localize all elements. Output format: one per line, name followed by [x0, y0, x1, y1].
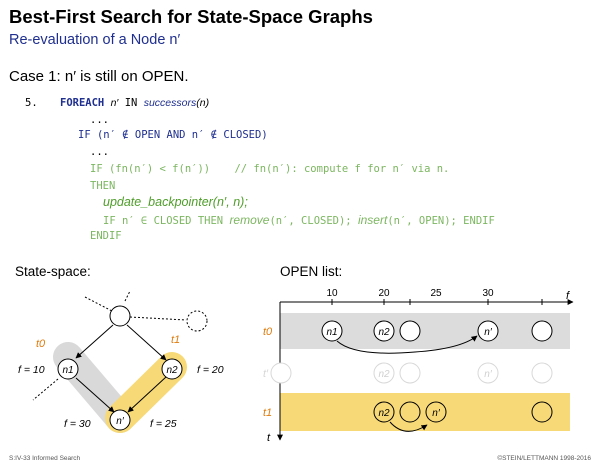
node-root [109, 305, 131, 327]
dotted-edge-left [84, 296, 113, 312]
ghost-n2-label: n2 [378, 369, 390, 380]
dotted-edge-top [124, 290, 131, 302]
row-t1-n2-label: n2 [378, 408, 390, 419]
ghost-nprime-label: n′ [484, 369, 493, 380]
tick-label-30: 30 [482, 288, 494, 299]
label-f10: f = 10 [18, 364, 45, 376]
label-t0: t0 [36, 338, 46, 350]
node-n1-label: n1 [62, 365, 73, 376]
code-line-foreach: FOREACH n′ IN successors(n) [60, 97, 209, 109]
row-t1-band [280, 393, 570, 431]
case-heading: Case 1: n′ is still on OPEN. [9, 68, 189, 85]
label-f30: f = 30 [64, 418, 91, 430]
tick-label-10: 10 [326, 288, 338, 299]
row-label-t1: t1 [263, 407, 272, 419]
label-f25: f = 25 [150, 418, 177, 430]
code-line-number: 5. [25, 97, 38, 109]
code-line-if-closed: IF n′ ∈ CLOSED THEN remove(n′, CLOSED); … [103, 213, 495, 227]
row-t1-node-end [531, 401, 553, 423]
node-nprime [109, 409, 131, 431]
edge-root-n2 [126, 324, 167, 361]
ghost-node-n2 [373, 362, 395, 384]
open-list-diagram: 10 20 25 30 f t t0 t′ t1 n1 n2 n′ n2 n′ … [263, 288, 574, 444]
ghost-node-nprime [477, 362, 499, 384]
t-axis-label: t [267, 432, 271, 444]
tick-label-25: 25 [430, 288, 442, 299]
dotted-edge-lower-left [32, 378, 59, 401]
ghost-node-end [531, 362, 553, 384]
row-t0-node-end [531, 320, 553, 342]
code-line-endif: ENDIF [90, 230, 122, 242]
row-t0-node-n1 [321, 320, 343, 342]
row-t0-nprime-label: n′ [484, 327, 493, 338]
code-line-then: THEN [90, 180, 116, 192]
ghost-node-1 [270, 362, 292, 384]
row-t0-node-a [399, 320, 421, 342]
row-t1-node-nprime [425, 401, 447, 423]
label-t1: t1 [171, 334, 180, 346]
state-space-heading: State-space: [15, 264, 91, 279]
node-n2-label: n2 [166, 365, 178, 376]
node-n1 [57, 358, 79, 380]
code-line-if-compare: IF (fn(n′) < f(n′)) // fn(n′): compute f… [90, 163, 449, 175]
row-t1-nprime-label: n′ [432, 408, 441, 419]
f-axis-label: f [566, 290, 570, 302]
code-var-nprime: n′ [110, 97, 119, 109]
node-nprime-label: n′ [116, 416, 125, 427]
code-kw-foreach: FOREACH [60, 97, 105, 109]
open-list-heading: OPEN list: [280, 264, 343, 279]
node-n2 [161, 358, 183, 380]
code-ellipsis-2: ... [90, 146, 109, 158]
edge-n1-nprime [75, 377, 115, 413]
dotted-edge-right [129, 316, 187, 321]
code-ellipsis-1: ... [90, 114, 109, 126]
label-f20: f = 20 [197, 364, 224, 376]
state-space-diagram: n1 n2 n′ t0 t1 f = 10 f = 20 f = 30 f = … [18, 290, 224, 433]
code-line-if-open-closed: IF (n′ ∉ OPEN AND n′ ∉ CLOSED) [78, 129, 268, 141]
footer-left: S:IV-33 Informed Search [9, 455, 81, 462]
row-t0-node-nprime [477, 320, 499, 342]
row-t0-n1-label: n1 [326, 327, 337, 338]
ghost-node-a [399, 362, 421, 384]
row-t1-node-a [399, 401, 421, 423]
row-t0-node-n2 [373, 320, 395, 342]
page-subtitle: Re-evaluation of a Node n′ [9, 32, 181, 48]
edge-n2-nprime [127, 376, 167, 413]
code-line-update-backpointer: update_backpointer(n′, n); [103, 195, 248, 209]
footer-right: ©STEIN/LETTMANN 1998-2016 [497, 455, 591, 462]
code-comment: // fn(n′): compute f for n′ via n. [234, 163, 450, 175]
code-if-compare: IF (fn(n′) < f(n′)) [90, 163, 211, 175]
code-fn-successors: successors [143, 97, 197, 109]
code-fn-remove: remove [229, 213, 270, 227]
row-t1-arrow [389, 421, 428, 432]
code-fn-insert: insert [357, 213, 388, 227]
row-label-ghost: t′ [263, 368, 269, 380]
code-kw-in: IN [124, 97, 138, 109]
row-t0-arrow [336, 335, 478, 354]
tick-label-20: 20 [378, 288, 390, 299]
row-t1-node-n2 [373, 401, 395, 423]
page-title: Best-First Search for State-Space Graphs [9, 6, 373, 27]
code-arg-n: (n) [196, 97, 210, 109]
edge-root-n1 [75, 324, 114, 359]
row-label-t0: t0 [263, 326, 273, 338]
row-t0-n2-label: n2 [378, 327, 390, 338]
dotted-node-right [186, 310, 208, 332]
